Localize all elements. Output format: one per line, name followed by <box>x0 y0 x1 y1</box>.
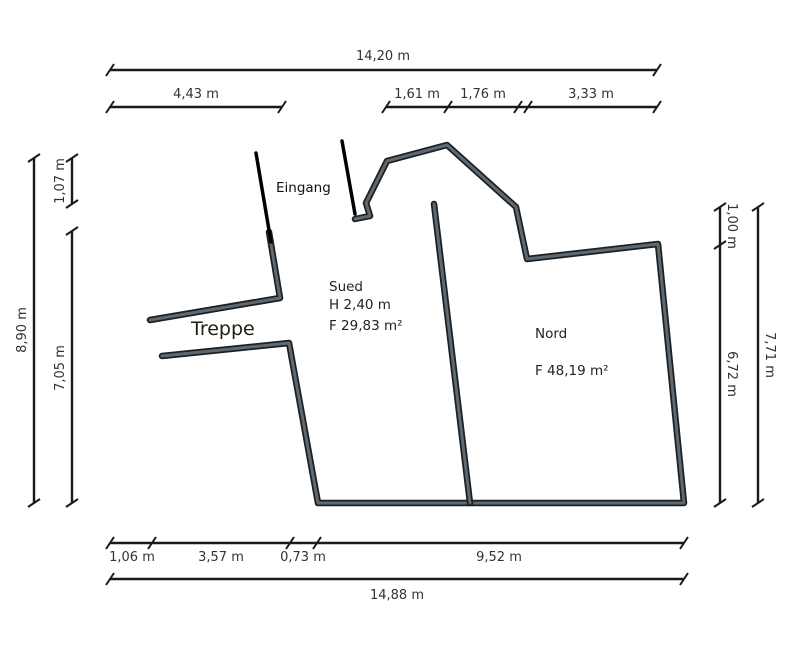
dimension-label-top-left: 4,43 m <box>173 87 219 102</box>
labels: Eingang Treppe <box>190 180 331 340</box>
dimension-label-bottom-a: 1,06 m <box>109 550 155 565</box>
room-area-sued: F 29,83 m² <box>329 318 403 334</box>
dimension-label-top-total: 14,20 m <box>356 49 410 64</box>
dimension-label-top-mid-a: 1,61 m <box>394 87 440 102</box>
dimension-label-bottom-c: 0,73 m <box>280 550 326 565</box>
dimension-label-bottom-total: 14,88 m <box>370 588 424 603</box>
room-height-sued: H 2,40 m <box>329 297 391 313</box>
dimension-label-left-lower: 7,05 m <box>53 345 68 391</box>
dimension-label-top-mid-b: 1,76 m <box>460 87 506 102</box>
entrance-label: Eingang <box>276 180 331 196</box>
dimension-label-bottom-d: 9,52 m <box>476 550 522 565</box>
room-nord: Nord F 48,19 m² <box>535 326 609 379</box>
dimension-bottom-segments: 1,06 m 3,57 m 0,73 m 9,52 m <box>105 536 689 565</box>
dimension-label-left-outer: 8,90 m <box>15 307 30 353</box>
room-sued: Sued H 2,40 m F 29,83 m² <box>329 279 403 334</box>
interior-wall <box>430 200 474 507</box>
dimension-left-outer: 8,90 m <box>15 153 41 508</box>
dimension-label-bottom-b: 3,57 m <box>198 550 244 565</box>
dimension-top-segments: 4,43 m 1,61 m 1,76 m 3,33 m <box>105 87 662 114</box>
dimension-label-right-outer: 7,71 m <box>762 332 777 378</box>
dimension-top-total: 14,20 m <box>105 49 662 77</box>
dimension-right-inner: 1,00 m 6,72 m <box>713 202 739 508</box>
dimension-label-right-lower: 6,72 m <box>724 351 739 397</box>
walls <box>146 139 688 507</box>
outer-wall <box>146 141 688 507</box>
stairs-label: Treppe <box>190 318 255 340</box>
room-area-nord: F 48,19 m² <box>535 363 609 379</box>
dimension-label-top-right: 3,33 m <box>568 87 614 102</box>
entrance-door <box>254 139 357 244</box>
room-name-sued: Sued <box>329 279 363 295</box>
dimension-left-inner: 1,07 m 7,05 m <box>53 153 79 508</box>
dimension-label-left-top: 1,07 m <box>53 158 68 204</box>
room-name-nord: Nord <box>535 326 567 342</box>
dimension-right-outer: 7,71 m <box>751 202 777 508</box>
dimension-bottom-total: 14,88 m <box>105 572 689 603</box>
dimension-label-right-top: 1,00 m <box>724 203 739 249</box>
dimension-lines: 14,20 m 4,43 m 1,61 m 1,76 m 3,33 m 8,90… <box>15 49 777 603</box>
